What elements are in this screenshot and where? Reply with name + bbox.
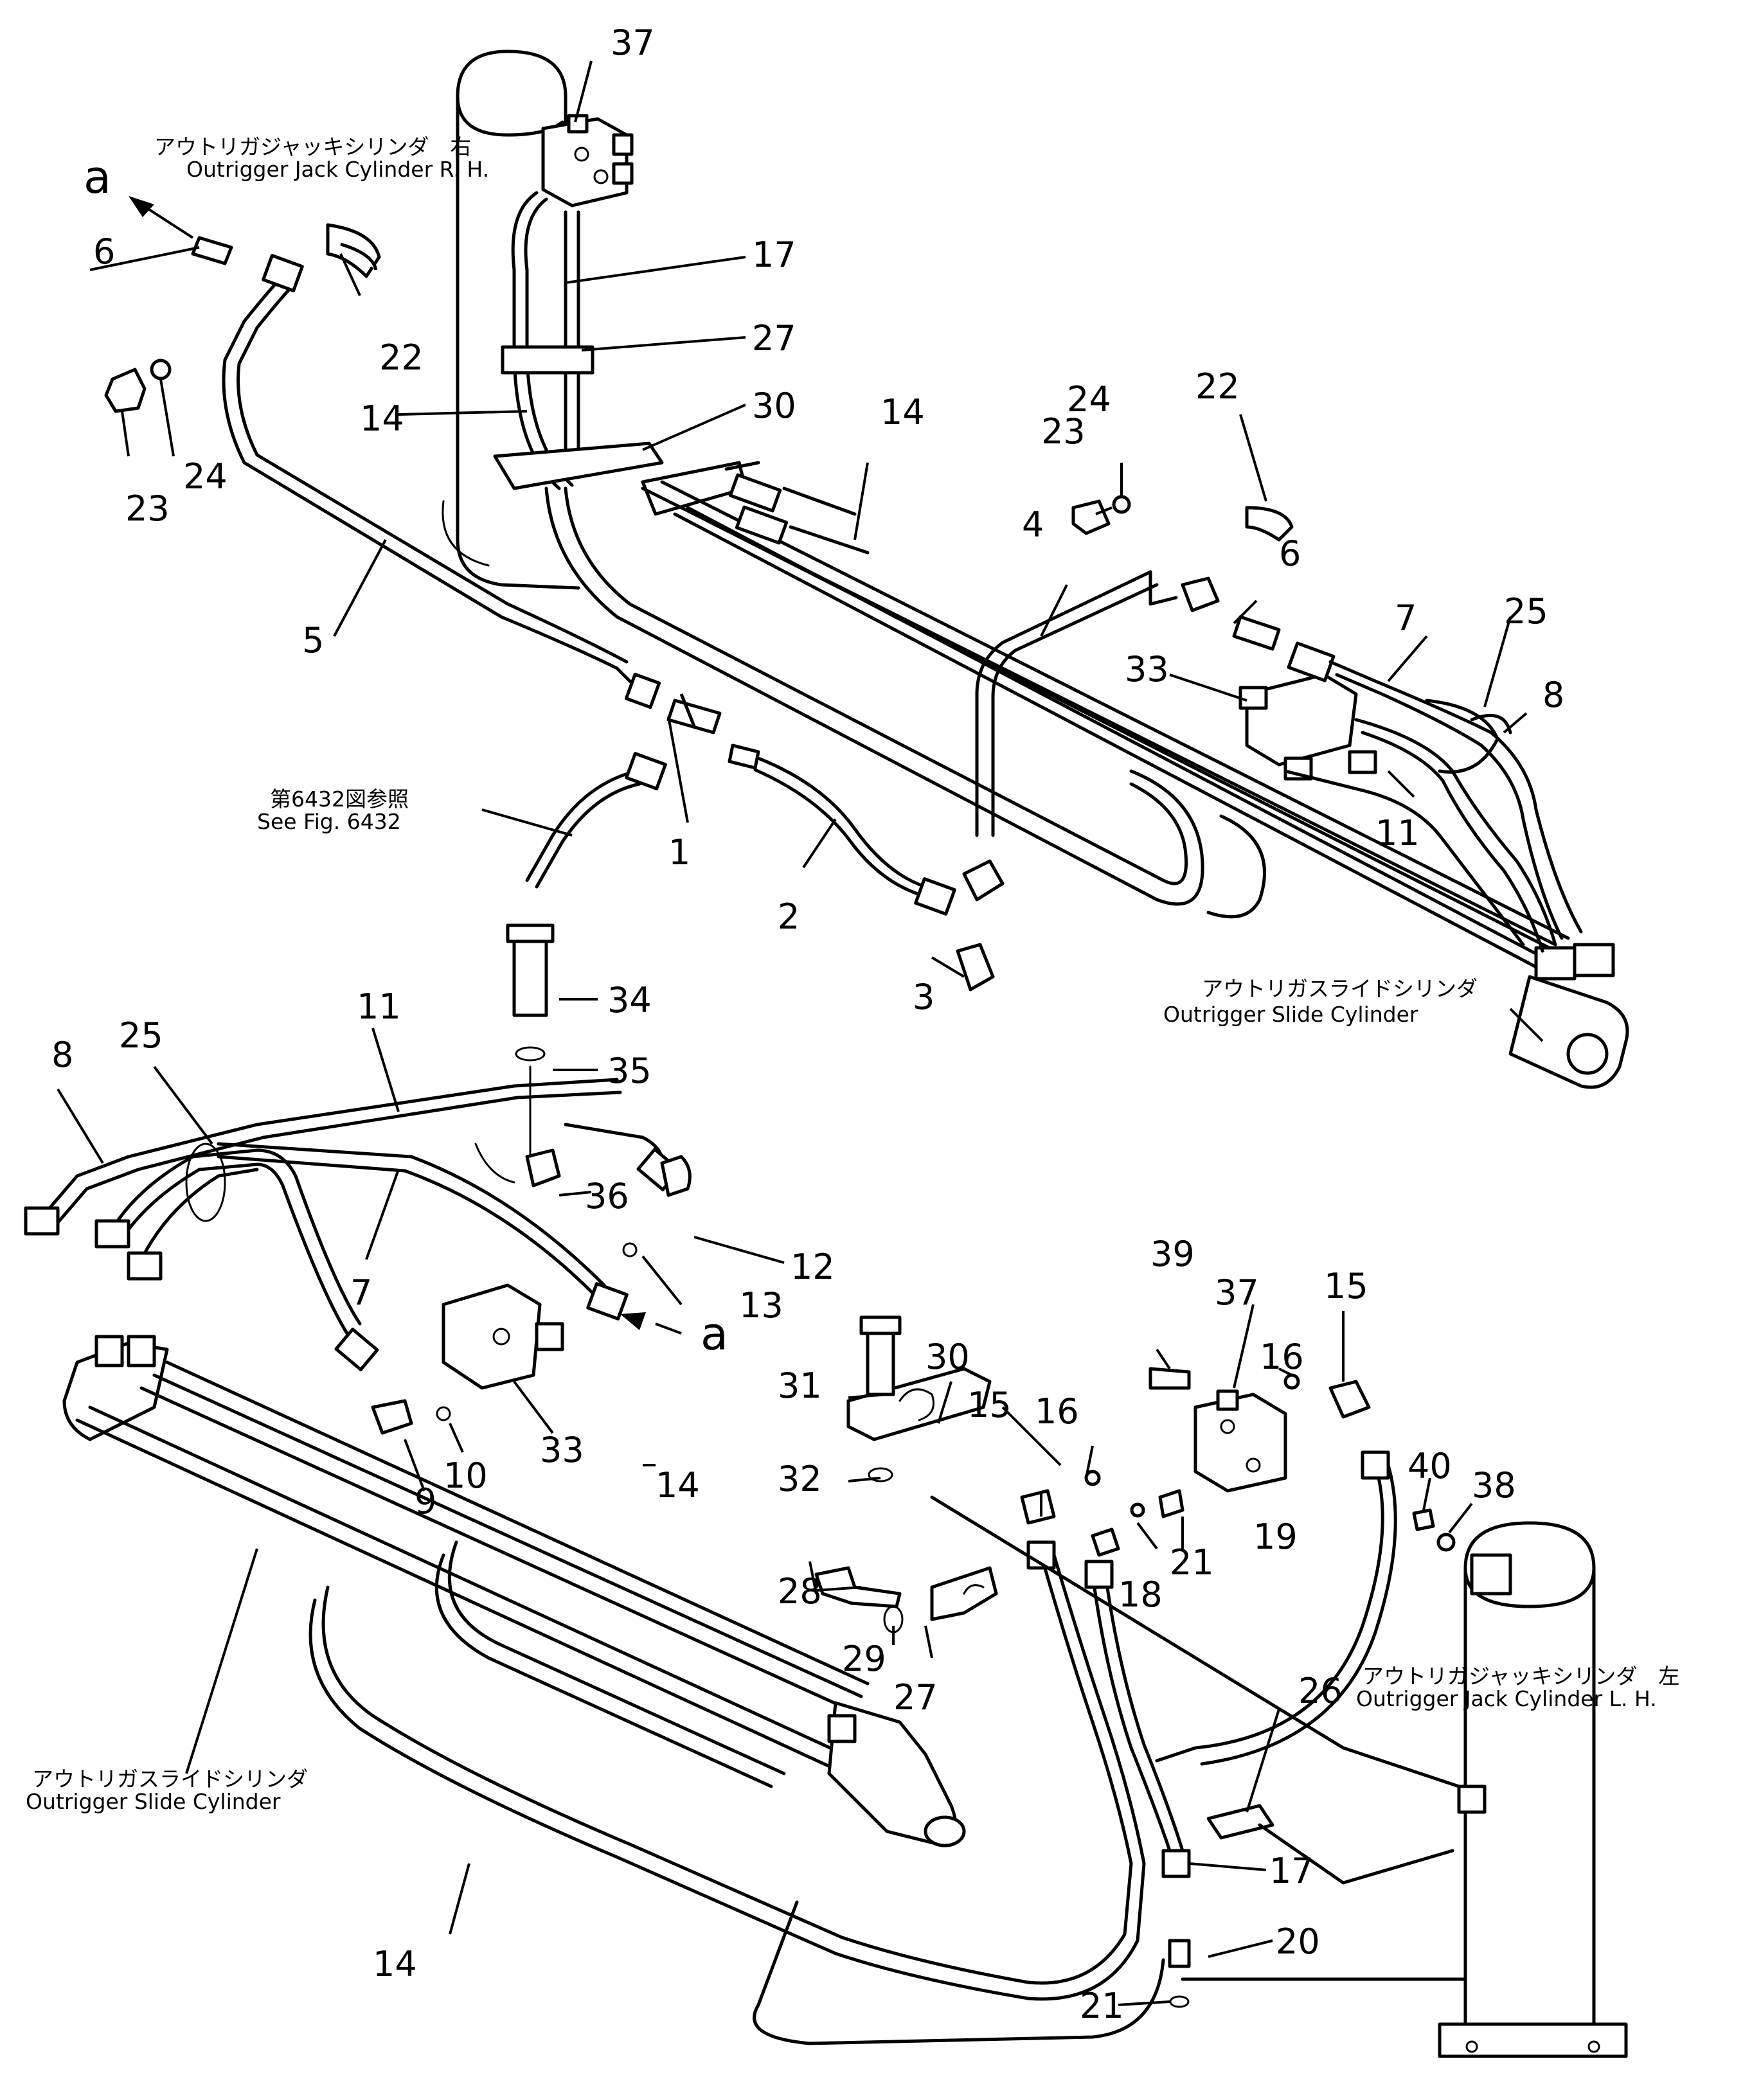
valve-block-37-bottom: [1020, 1367, 1456, 1557]
bracket-30-bottom: [814, 1315, 998, 1633]
caption-fig-ref-en: See Fig. 6432: [257, 809, 401, 834]
callout-35: 35: [607, 1051, 652, 1091]
callout-20: 20: [1276, 1921, 1320, 1962]
callout-10: 10: [443, 1455, 488, 1496]
valve-33-bottom: [371, 923, 692, 1435]
callout-25-bottom: 25: [119, 1015, 163, 1056]
callout-5: 5: [302, 620, 324, 661]
callout-24-top-right: 24: [1067, 379, 1111, 420]
tag-a-arrows: [129, 196, 682, 1335]
callout-32: 32: [778, 1459, 822, 1499]
fig-ref-pipe: [525, 752, 667, 889]
caption-slide-top-jp: アウトリガスライドシリンダ: [1202, 976, 1478, 1001]
caption-jack-lh-jp: アウトリガジャッキシリンダ 左: [1363, 1664, 1679, 1689]
captions: アウトリガジャッキシリンダ 右 Outrigger Jack Cylinder …: [26, 134, 1679, 1814]
jack-cylinder-lh: [930, 1495, 1628, 2058]
caption-slide-top-en: Outrigger Slide Cylinder: [1163, 1002, 1418, 1027]
callout-25-top: 25: [1504, 591, 1548, 632]
callout-22-top-right: 22: [1195, 366, 1240, 407]
valve-33-top: [1238, 641, 1377, 781]
callout-11-bottom: 11: [357, 986, 401, 1027]
caption-slide-bottom-en: Outrigger Slide Cylinder: [26, 1789, 281, 1814]
callout-37-top: 37: [611, 22, 655, 63]
callout-7-bottom: 7: [350, 1272, 372, 1313]
callout-3: 3: [913, 977, 934, 1017]
callout-6-top-right: 6: [1279, 533, 1301, 574]
callout-30-bottom: 30: [925, 1337, 970, 1377]
callout-8-top: 8: [1542, 675, 1564, 715]
hoses-bottom-left: [24, 1078, 681, 1371]
callout-2: 2: [778, 896, 800, 937]
caption-jack-lh-en: Outrigger Jack Cylinder L. H.: [1356, 1686, 1657, 1711]
callout-8-bottom: 8: [51, 1035, 73, 1075]
tubes-14-top: [641, 461, 1570, 972]
callout-14-top-b: 14: [880, 392, 925, 432]
caption-jack-rh-jp: アウトリガジャッキシリンダ 右: [154, 134, 471, 159]
callout-7-top: 7: [1395, 598, 1417, 638]
callout-14-bottom-a: 14: [656, 1465, 700, 1506]
fittings-top-left: [104, 223, 381, 413]
callout-29: 29: [842, 1639, 886, 1679]
valve-block-37-top: [541, 114, 634, 208]
fittings-top-right: [1071, 495, 1294, 651]
tee-1-tube-2-elbow-3: [624, 672, 1005, 992]
callout-24-top-left: 24: [183, 456, 228, 497]
callout-31: 31: [778, 1366, 822, 1406]
tube-5: [222, 274, 638, 690]
callout-17-top: 17: [752, 235, 796, 275]
callout-4: 4: [1022, 504, 1044, 545]
callout-numbers: 37 17 27 14 30 6 22 23 24 5 1 2 3 4 14 2…: [51, 22, 1564, 2026]
callout-15-bottom-a: 15: [967, 1385, 1012, 1425]
callout-23-top-left: 23: [125, 488, 170, 529]
callout-27-bottom: 27: [893, 1677, 938, 1718]
hoses-17-top: [493, 191, 664, 490]
callout-21-bottom: 21: [1080, 1986, 1124, 2026]
callout-11-top: 11: [1375, 813, 1420, 853]
callout-12: 12: [791, 1247, 835, 1287]
caption-jack-rh-en: Outrigger Jack Cylinder R. H.: [186, 157, 489, 182]
callout-26: 26: [1298, 1671, 1343, 1711]
callout-18: 18: [1118, 1574, 1163, 1615]
callout-33-top: 33: [1125, 649, 1169, 690]
callout-14-top-a: 14: [360, 398, 404, 439]
hoses-17-bottom: [1026, 1450, 1397, 2008]
leader-lines: [57, 60, 1544, 2006]
callout-34: 34: [607, 980, 652, 1020]
callout-15-bottom-b: 15: [1324, 1266, 1368, 1306]
callout-13: 13: [739, 1285, 783, 1326]
callout-22-top-left: 22: [379, 337, 424, 378]
tag-a-bottom: a: [701, 1308, 728, 1360]
tube-loop-top: [544, 486, 1266, 919]
callout-37-bottom: 37: [1215, 1272, 1259, 1313]
callout-38: 38: [1472, 1465, 1516, 1506]
tube-4: [975, 570, 1178, 837]
callout-19: 19: [1253, 1517, 1298, 1557]
slide-cylinder-bottom: [62, 1335, 966, 1847]
callout-1: 1: [668, 832, 690, 873]
callout-14-bottom-b: 14: [373, 1944, 417, 1984]
callout-30-top: 30: [752, 386, 796, 426]
callout-23-top-right: 23: [1041, 411, 1086, 452]
caption-fig-ref-jp: 第6432図参照: [270, 787, 409, 812]
callout-39: 39: [1150, 1234, 1195, 1274]
callout-16-bottom-b: 16: [1260, 1337, 1304, 1377]
callout-21-mid: 21: [1170, 1542, 1214, 1583]
callout-16-bottom-a: 16: [1035, 1391, 1079, 1432]
callout-36: 36: [585, 1176, 629, 1216]
tag-a-top: a: [84, 151, 111, 204]
callout-17-bottom: 17: [1269, 1851, 1314, 1891]
callout-27-top: 27: [752, 318, 796, 359]
callout-33-bottom: 33: [540, 1430, 584, 1470]
caption-slide-bottom-jp: アウトリガスライドシリンダ: [32, 1766, 308, 1792]
callout-6-top-left: 6: [93, 231, 115, 272]
callout-9: 9: [415, 1481, 436, 1522]
hoses-7-8-11-top: [1283, 660, 1583, 953]
slide-cylinder-top: [1508, 943, 1629, 1089]
callout-28: 28: [778, 1571, 822, 1612]
callout-40: 40: [1408, 1446, 1452, 1486]
tube-loop-bottom: [308, 1540, 1165, 2045]
